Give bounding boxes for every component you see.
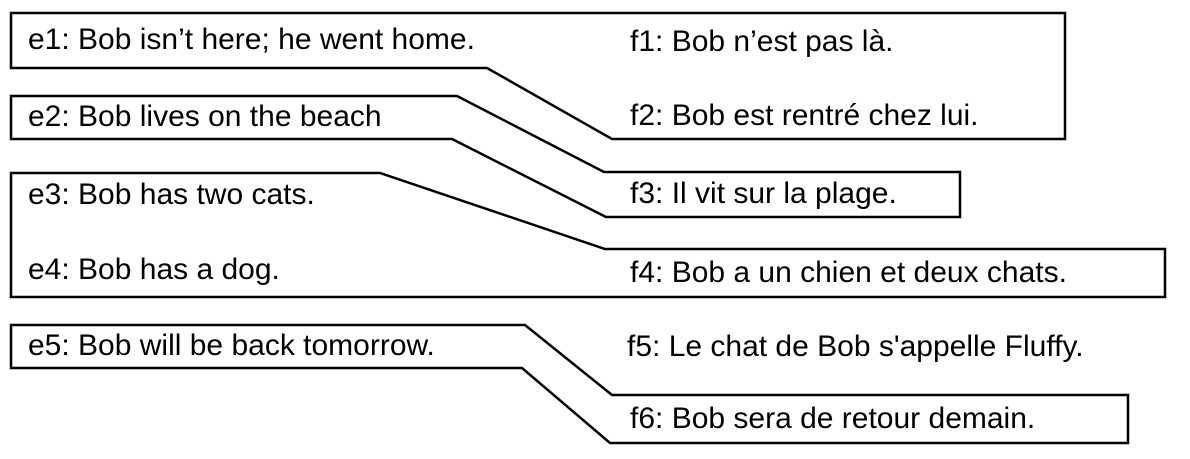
sentence-f4: f4: Bob a un chien et deux chats.: [630, 256, 1067, 289]
alignment-box-e3-e4-to-f4: [9, 171, 1167, 299]
sentence-e2: e2: Bob lives on the beach: [28, 100, 382, 133]
alignment-box-e5-to-f6: [9, 323, 1130, 445]
sentence-f1: f1: Bob n’est pas là.: [630, 25, 894, 58]
alignment-box-e1-to-f1-f2: [9, 11, 1067, 141]
sentence-f6: f6: Bob sera de retour demain.: [630, 402, 1036, 435]
sentence-f2: f2: Bob est rentré chez lui.: [630, 99, 979, 132]
sentence-e5: e5: Bob will be back tomorrow.: [28, 329, 435, 362]
alignment-box-e2-to-f3: [9, 94, 962, 219]
sentence-e4: e4: Bob has a dog.: [28, 253, 280, 286]
sentence-e3: e3: Bob has two cats.: [28, 178, 315, 211]
sentence-e1: e1: Bob isn’t here; he went home.: [28, 23, 475, 56]
sentence-f3: f3: Il vit sur la plage.: [630, 177, 897, 210]
sentence-f5: f5: Le chat de Bob s'appelle Fluffy.: [627, 330, 1084, 363]
